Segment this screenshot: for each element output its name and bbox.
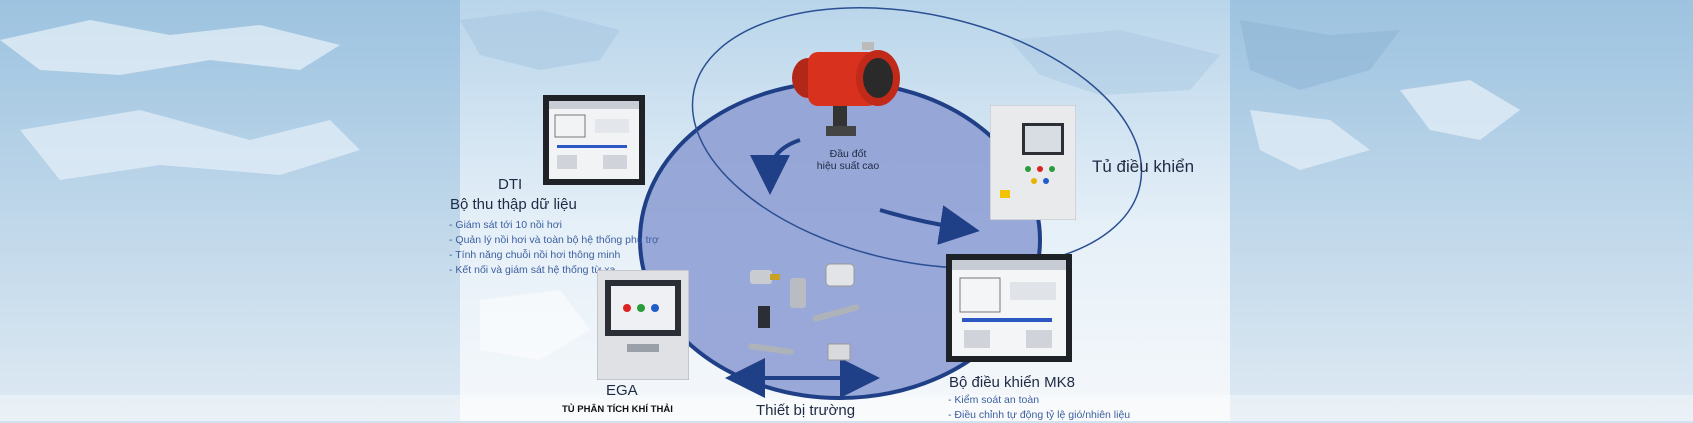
field-devices-title: Thiết bị trường <box>756 402 856 419</box>
dti-monitor-image <box>543 95 645 185</box>
list-item: Điều chỉnh tự động tỷ lệ gió/nhiên liệu <box>948 408 1130 423</box>
control-cabinet-title: Tủ điều khiển <box>1092 157 1195 176</box>
mk8-title: Bộ điều khiển MK8 <box>949 374 1075 391</box>
list-item: Kết nối và giám sát hệ thống từ xa <box>449 263 659 278</box>
outer-orbit <box>691 7 1143 269</box>
mk8-controller-image <box>946 254 1072 362</box>
list-item: Giám sát tới 10 nồi hơi <box>449 218 659 233</box>
list-item: Quản lý nồi hơi và toàn bộ hệ thống phụ … <box>449 233 659 248</box>
list-item: Tính năng chuỗi nồi hơi thông minh <box>449 248 659 263</box>
dti-title: Bộ thu thập dữ liệu <box>450 196 577 213</box>
control-cabinet-image <box>990 105 1076 220</box>
field-devices-image <box>748 263 860 361</box>
burner-image <box>792 42 900 136</box>
cycle-fill <box>640 82 1040 398</box>
burner-caption: Đầu đốt hiệu suất cao <box>816 148 880 172</box>
ega-subtitle: TỦ PHÂN TÍCH KHÍ THẢI <box>562 404 673 415</box>
list-item: Kiểm soát an toàn <box>948 393 1130 408</box>
arrow-cabinet <box>879 205 980 245</box>
dti-feature-list: Giám sát tới 10 nồi hơi Quản lý nồi hơi … <box>449 218 659 278</box>
dti-code: DTI <box>498 176 523 193</box>
ega-cabinet-image <box>597 270 689 380</box>
mk8-feature-list: Kiểm soát an toàn Điều chỉnh tự động tỷ … <box>948 393 1130 423</box>
ega-code: EGA <box>606 382 638 399</box>
arrow-burner <box>750 138 801 195</box>
